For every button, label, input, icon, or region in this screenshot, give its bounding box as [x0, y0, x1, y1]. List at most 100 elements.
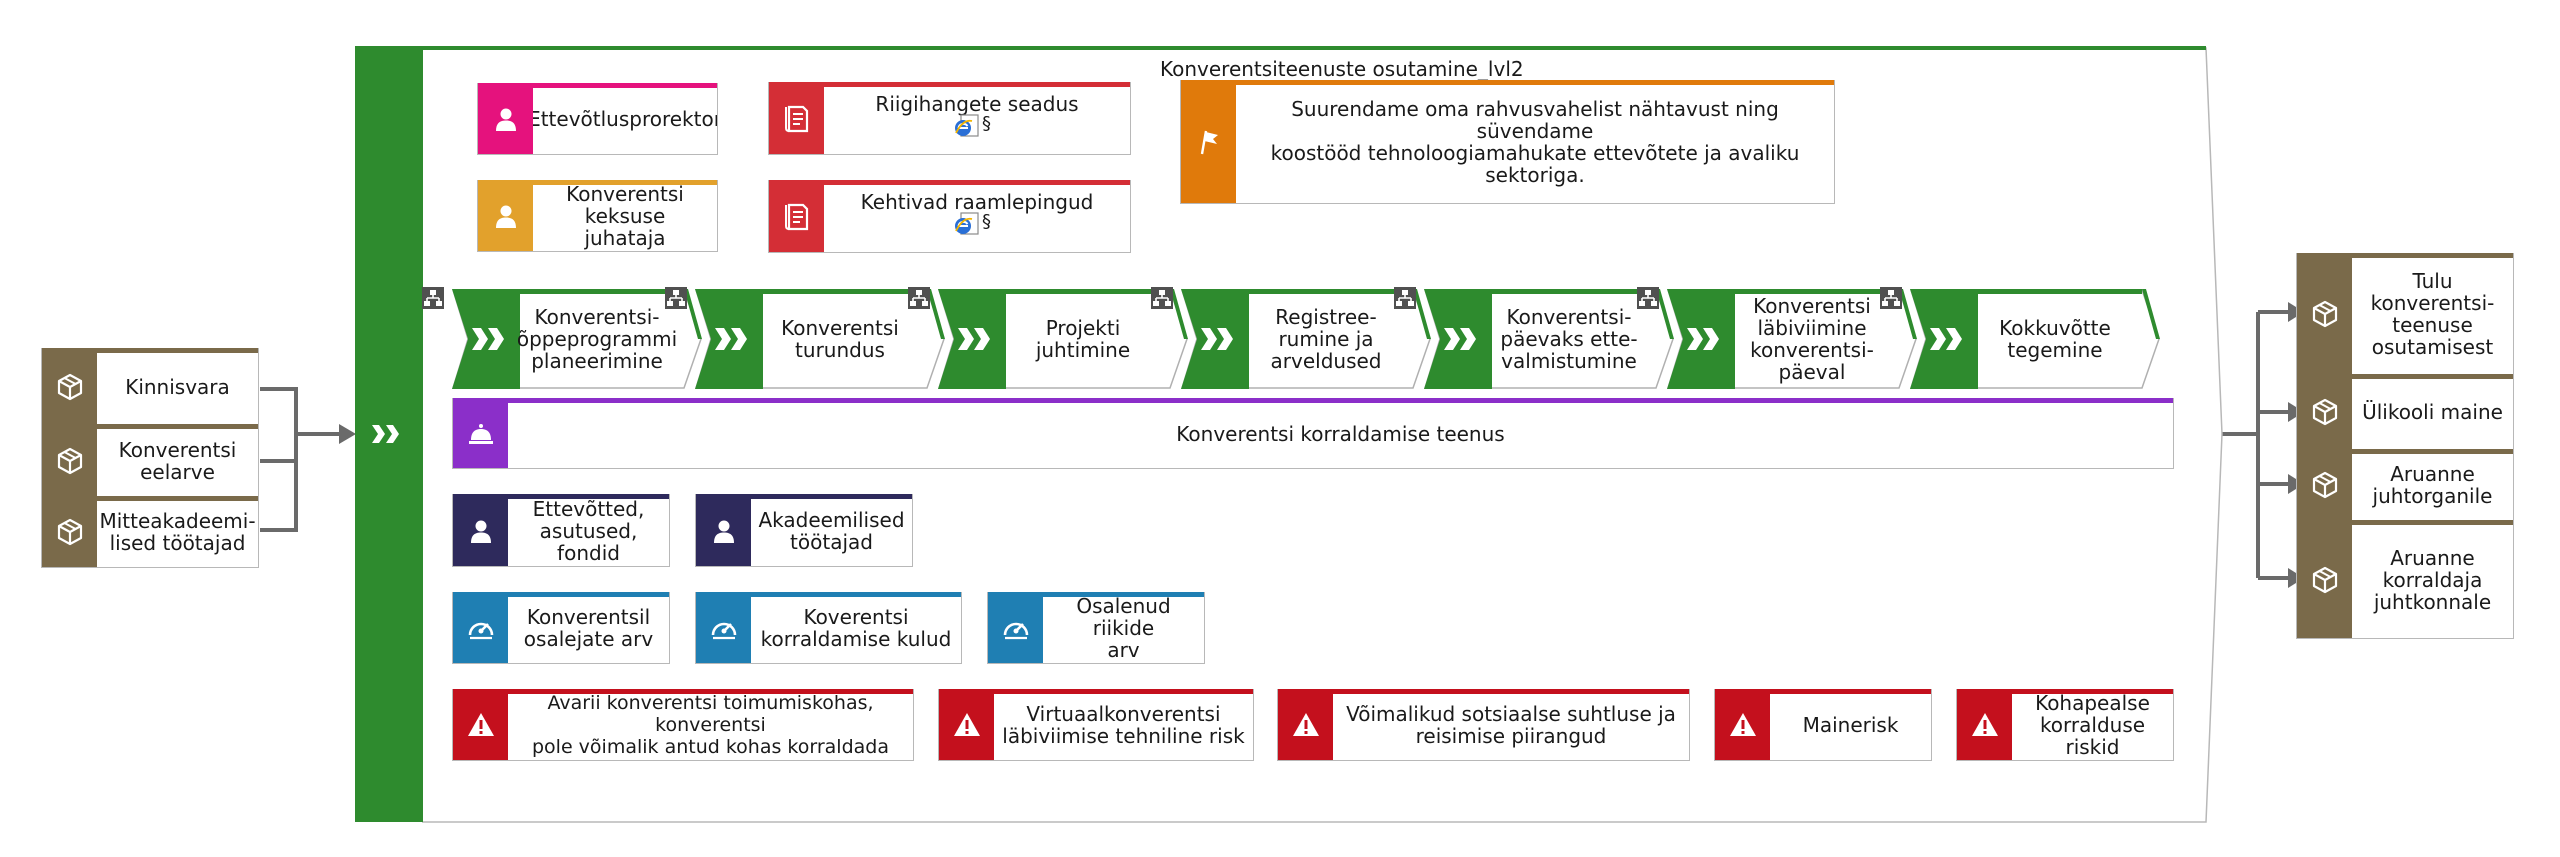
process-label: Projekti juhtimine [1035, 316, 1131, 362]
subprocess-icon[interactable] [1637, 287, 1659, 309]
document-icon [769, 181, 824, 252]
service-bell-icon [453, 399, 508, 468]
process-label: Kokkuvõtte tegemine [1999, 316, 2111, 362]
warning-icon [1715, 690, 1770, 760]
kpi-label: Osalenud riikide arv [1076, 594, 1171, 662]
client-label: Akadeemilised töötajad [758, 507, 905, 554]
process-label: Konverentsi läbiviimine konverentsi- päe… [1750, 294, 1874, 384]
gauge-icon [988, 593, 1043, 663]
person-icon [696, 495, 751, 566]
document-riigihangete-seadus[interactable]: Riigihangete seadus § [768, 82, 1131, 155]
goal-label: Suurendame oma rahvusvahelist nähtavust … [1270, 97, 1800, 187]
input-label: Mitteakadeemi- lised töötajad [99, 509, 256, 555]
subprocess-icon[interactable] [908, 287, 930, 309]
link-icon[interactable] [953, 211, 981, 237]
client-akadeemilised-tootajad[interactable]: Akadeemilised töötajad [695, 494, 913, 567]
risk-label: Avarii konverentsi toimumiskohas, konver… [531, 692, 889, 758]
client-label: Ettevõtted, asutused, fondid [532, 496, 645, 565]
output-aruanne-juhtorganile[interactable]: Aruanne juhtorganile [2296, 449, 2514, 521]
process-step[interactable]: Registree- rumine ja arveldused [1181, 289, 1431, 389]
risk-mainerisk[interactable]: Mainerisk [1714, 689, 1932, 761]
process-label: Konverentsi- päevaks ette- valmistumine [1500, 305, 1638, 373]
risk-avarii[interactable]: Avarii konverentsi toimumiskohas, konver… [452, 689, 914, 761]
document-label: Kehtivad raamlepingud [860, 190, 1094, 214]
role-ettevotlusprorektor[interactable]: Ettevõtlusprorektor [477, 83, 718, 155]
document-kehtivad-raamlepingud[interactable]: Kehtivad raamlepingud § [768, 180, 1131, 253]
cube-icon [2297, 450, 2352, 520]
process-step[interactable]: Konverentsi- päevaks ette- valmistumine [1424, 289, 1674, 389]
role-label: Konverentsi keksuse juhataja [566, 182, 684, 250]
subprocess-icon[interactable] [665, 287, 687, 309]
process-step[interactable]: Konverentsi turundus [695, 289, 945, 389]
output-label: Aruanne korraldaja juhtkonnale [2373, 545, 2492, 614]
cube-icon [42, 497, 97, 567]
process-label: Registree- rumine ja arveldused [1270, 305, 1382, 373]
warning-icon [939, 690, 994, 760]
cube-icon [2297, 521, 2352, 638]
input-label: Konverentsi eelarve [118, 437, 237, 484]
process-step[interactable]: Kokkuvõtte tegemine [1910, 289, 2160, 389]
process-step[interactable]: Projekti juhtimine [938, 289, 1188, 389]
risk-label: Mainerisk [1802, 713, 1899, 737]
risk-label: Võimalikud sotsiaalse suhtluse ja reisim… [1346, 702, 1676, 748]
chevron-icon [472, 326, 506, 352]
warning-icon [1957, 690, 2012, 760]
person-icon [478, 181, 533, 251]
risk-label: Kohapealse korralduse riskid [2035, 691, 2150, 759]
chevron-icon [1444, 326, 1478, 352]
client-ettevotted[interactable]: Ettevõtted, asutused, fondid [452, 494, 670, 567]
process-step[interactable]: Konverentsi läbiviimine konverentsi- päe… [1667, 289, 1917, 389]
paragraph-mark: § [982, 113, 991, 134]
chevron-icon [1201, 326, 1235, 352]
kpi-korraldamise-kulud[interactable]: Koverentsi korraldamise kulud [695, 592, 962, 664]
input-label: Kinnisvara [125, 374, 230, 399]
process-step[interactable]: Konverentsi- õppeprogrammi planeerimine [452, 289, 702, 389]
subprocess-icon[interactable] [422, 287, 444, 309]
chevron-icon [1930, 326, 1964, 352]
subprocess-icon[interactable] [1151, 287, 1173, 309]
document-icon [769, 83, 824, 154]
output-tulu[interactable]: Tulu konverentsi- teenuse osutamisest [2296, 253, 2514, 375]
person-icon [478, 84, 533, 154]
subprocess-icon[interactable] [1880, 287, 1902, 309]
output-ulikooli-maine[interactable]: Ülikooli maine [2296, 374, 2514, 450]
risk-label: Virtuaalkonverentsi läbiviimise tehnilin… [1002, 702, 1245, 748]
warning-icon [1278, 690, 1333, 760]
link-icon[interactable] [953, 113, 981, 139]
cube-icon [2297, 254, 2352, 374]
subprocess-icon[interactable] [1394, 287, 1416, 309]
role-konverentsi-keskuse-juhataja[interactable]: Konverentsi keksuse juhataja [477, 180, 718, 252]
cube-icon [42, 425, 97, 496]
input-mitteakadeemilised-tootajad[interactable]: Mitteakadeemi- lised töötajad [41, 496, 259, 568]
chevron-icon [1687, 326, 1721, 352]
process-label: Konverentsi turundus [781, 316, 899, 362]
service-box[interactable]: Konverentsi korraldamise teenus [452, 398, 2174, 469]
input-konverentsi-eelarve[interactable]: Konverentsi eelarve [41, 424, 259, 497]
cube-icon [42, 349, 97, 424]
paragraph-mark: § [982, 211, 991, 232]
flag-icon [1181, 81, 1236, 203]
output-label: Ülikooli maine [2362, 400, 2503, 424]
warning-icon [453, 690, 508, 760]
kpi-label: Konverentsil osalejate arv [523, 605, 654, 651]
output-aruanne-korraldaja-juhtkonnale[interactable]: Aruanne korraldaja juhtkonnale [2296, 520, 2514, 639]
gauge-icon [696, 593, 751, 663]
kpi-osalejate-arv[interactable]: Konverentsil osalejate arv [452, 592, 670, 664]
risk-kohapealse-korralduse-riskid[interactable]: Kohapealse korralduse riskid [1956, 689, 2174, 761]
service-label: Konverentsi korraldamise teenus [1176, 421, 1505, 446]
risk-sotsiaalse-suhtluse-piirangud[interactable]: Võimalikud sotsiaalse suhtluse ja reisim… [1277, 689, 1690, 761]
goal-box[interactable]: Suurendame oma rahvusvahelist nähtavust … [1180, 80, 1835, 204]
risk-virtuaalkonverents[interactable]: Virtuaalkonverentsi läbiviimise tehnilin… [938, 689, 1254, 761]
kpi-osalenud-riikide-arv[interactable]: Osalenud riikide arv [987, 592, 1205, 664]
kpi-label: Koverentsi korraldamise kulud [760, 605, 952, 651]
document-label: Riigihangete seadus [875, 92, 1079, 116]
chevron-icon [715, 326, 749, 352]
input-kinnisvara[interactable]: Kinnisvara [41, 348, 259, 425]
chevron-icon [958, 326, 992, 352]
diagram-title: Konverentsiteenuste osutamine_lvl2 [1160, 57, 1524, 81]
process-label: Konverentsi- õppeprogrammi planeerimine [516, 305, 678, 373]
output-label: Aruanne juhtorganile [2372, 462, 2493, 508]
role-label: Ettevõtlusprorektor [533, 107, 717, 131]
output-label: Tulu konverentsi- teenuse osutamisest [2370, 269, 2495, 359]
